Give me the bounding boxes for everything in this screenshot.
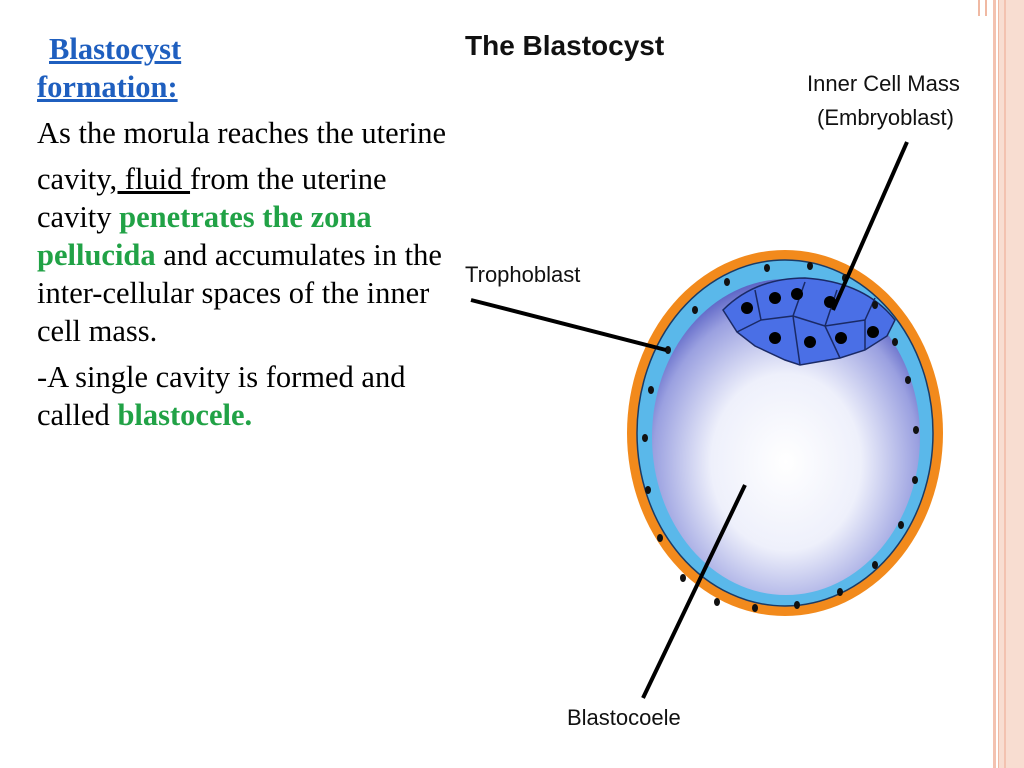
p2-fluid-underlined: , fluid — [109, 162, 191, 196]
inner-cell-mass — [722, 277, 896, 366]
heading-line-2: formation: — [37, 70, 178, 104]
decorative-stripe — [993, 0, 996, 768]
label-blastocoele: Blastocoele — [567, 705, 681, 730]
label-embryoblast: (Embryoblast) — [817, 105, 954, 130]
slide-heading: Blastocyst formation: — [37, 30, 457, 106]
p3-highlight: blastocele. — [117, 398, 253, 432]
icm-leader-line — [831, 141, 909, 311]
blastocoele-cavity — [652, 279, 920, 595]
label-inner-cell-mass: Inner Cell Mass — [807, 71, 960, 96]
blastocyst-svg: The Blastocyst — [465, 30, 960, 730]
diagram-title: The Blastocyst — [465, 30, 664, 61]
trophoblast-leader-line — [470, 298, 667, 352]
blastocyst-diagram: The Blastocyst — [455, 20, 995, 740]
decorative-tick — [985, 0, 987, 16]
paragraph-3: -A single cavity is formed and called bl… — [37, 358, 457, 434]
p3-text-a: -A single cavity is formed and called — [37, 360, 406, 432]
p2-text-c: and accumulates in the inter-cellular sp… — [37, 238, 442, 348]
p2-highlight: penetrates the zona pellucida — [37, 200, 372, 272]
heading-line-1: Blastocyst — [49, 32, 182, 66]
decorative-stripe — [998, 0, 1024, 768]
p2-text-a: cavity — [37, 162, 110, 196]
trophoblast-nuclei — [642, 262, 919, 612]
paragraph-1: As the morula reaches the uterine — [37, 116, 447, 150]
decorative-tick — [978, 0, 980, 16]
p2-text-b: from the uterine cavity — [37, 162, 387, 234]
label-trophoblast: Trophoblast — [465, 262, 580, 287]
decorative-stripe — [1004, 0, 1006, 768]
slide-text: Blastocyst formation: As the morula reac… — [37, 30, 457, 442]
paragraph-2: cavity, fluid from the uterine cavity pe… — [37, 160, 457, 350]
blastocoele-leader-line — [641, 484, 747, 699]
